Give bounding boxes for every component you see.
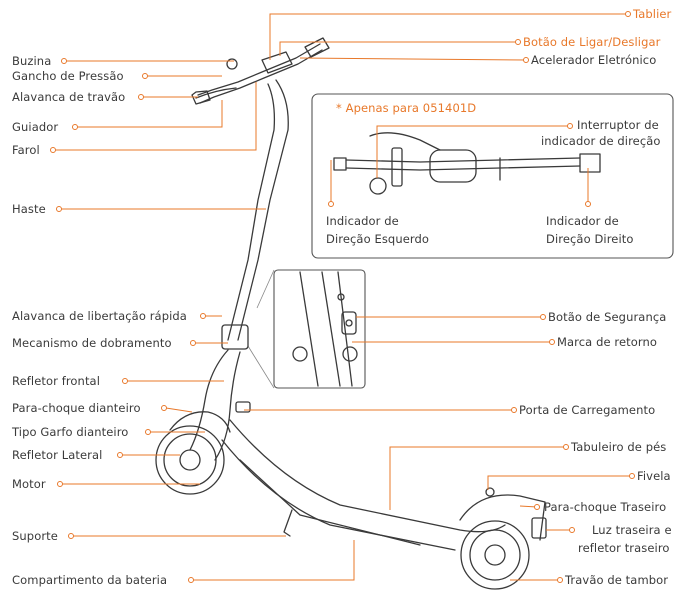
- dot-quick: [200, 313, 206, 319]
- dot-tablier: [625, 11, 631, 17]
- label-return-mark: Marca de retorno: [557, 335, 658, 349]
- dot-front-fork: [145, 429, 151, 435]
- label-only-for-model: * Apenas para 051401D: [336, 101, 477, 115]
- label-side-reflector: Refletor Lateral: [12, 448, 103, 462]
- tail-light: [531, 517, 547, 539]
- turn-signal-inset-frame: [311, 93, 674, 259]
- label-handlebar: Guiador: [12, 120, 59, 134]
- label-folding: Mecanismo de dobramento: [12, 336, 172, 350]
- label-charging-port: Porta de Carregamento: [519, 403, 656, 417]
- inset-turn-switch: [369, 177, 387, 195]
- label-drum-brake: Travão de tambor: [565, 573, 669, 587]
- battery-compartment-line: [239, 459, 421, 546]
- dashboard: [261, 51, 293, 74]
- dot-buckle: [629, 473, 635, 479]
- handlebar-bar: [197, 43, 321, 96]
- label-stem: Haste: [12, 202, 46, 216]
- dot-folding: [190, 340, 196, 346]
- label-throttle: Acelerador Eletrónico: [531, 53, 657, 67]
- dot-handlebar: [72, 124, 78, 130]
- stem-front: [237, 79, 289, 341]
- label-buckle: Fivela: [637, 469, 671, 483]
- dot-charging: [511, 407, 517, 413]
- dot-kickstand: [68, 533, 74, 539]
- label-right-indicator-1: Indicador de: [546, 214, 619, 228]
- dot-front-refl: [122, 378, 128, 384]
- dot-rear-fender: [534, 504, 540, 510]
- label-kickstand: Suporte: [12, 529, 58, 543]
- rear-fender-shape: [459, 494, 546, 541]
- label-rear-fender: Para-choque Traseiro: [544, 500, 667, 514]
- kickstand-shape: [283, 509, 293, 537]
- horn-bell: [226, 58, 238, 70]
- inset-connector-top: [256, 269, 275, 309]
- leader-lines: [55, 13, 632, 581]
- label-power-button: Botão de Ligar/Desligar: [523, 35, 661, 49]
- dot-front-fender: [161, 405, 167, 411]
- dot-battery: [188, 577, 194, 583]
- rear-wheel: [460, 520, 530, 590]
- label-turn-switch-2: indicador de direção: [541, 134, 661, 148]
- charging-port-shape: [235, 401, 251, 413]
- label-right-indicator-2: Direção Direito: [546, 232, 634, 246]
- dot-brake: [138, 94, 144, 100]
- dot-turn-switch: [567, 123, 573, 129]
- label-quick-release: Alavanca de libertação rápida: [12, 309, 187, 323]
- label-horn: Buzina: [12, 54, 52, 68]
- dot-horn: [61, 58, 67, 64]
- dot-throttle: [523, 57, 529, 63]
- dot-return: [549, 339, 555, 345]
- right-grip: [304, 37, 330, 58]
- label-pressure-hook: Gancho de Pressão: [12, 69, 124, 83]
- dot-safety: [540, 314, 546, 320]
- front-wheel: [155, 425, 225, 495]
- label-tail-light-1: Luz traseira e: [592, 523, 672, 537]
- dot-stem: [56, 206, 62, 212]
- dot-right-ind: [585, 201, 591, 207]
- buckle-shape: [485, 487, 495, 497]
- label-left-indicator-1: Indicador de: [326, 214, 399, 228]
- label-turn-switch-1: Interruptor de: [577, 118, 659, 132]
- safety-button-shape: [341, 311, 357, 335]
- dot-hook: [142, 73, 148, 79]
- inset-bar: [345, 157, 581, 163]
- dot-power: [515, 39, 521, 45]
- drum-brake-hub: [484, 544, 506, 566]
- dot-drum: [557, 577, 563, 583]
- label-front-reflector: Refletor frontal: [12, 374, 100, 388]
- dot-left-ind: [328, 201, 334, 207]
- deck-bottom: [221, 439, 456, 551]
- label-left-indicator-2: Direção Esquerdo: [326, 232, 430, 246]
- label-front-fender: Para-choque dianteiro: [12, 401, 141, 415]
- dot-tail: [569, 527, 575, 533]
- motor-hub: [179, 449, 201, 471]
- front-fender-shape: [169, 411, 231, 433]
- brake-lever-shape: [195, 87, 237, 99]
- scooter-drawing: [155, 37, 601, 590]
- label-tablier: Tablier: [633, 7, 672, 21]
- left-grip: [191, 90, 211, 105]
- folding-detail-inset-frame: [273, 269, 366, 389]
- inset-connector-bottom: [247, 345, 275, 389]
- dot-headlight: [50, 147, 56, 153]
- label-safety-button: Botão de Segurança: [548, 310, 667, 324]
- dot-deck: [563, 444, 569, 450]
- label-headlight: Farol: [12, 143, 40, 157]
- label-front-fork: Tipo Garfo dianteiro: [12, 425, 129, 439]
- dot-motor: [57, 481, 63, 487]
- folding-joint: [221, 324, 249, 350]
- front-fork-shape: [189, 349, 229, 451]
- inset-brake-lever: [369, 132, 441, 151]
- inset-right-grip: [579, 153, 601, 173]
- dot-side-refl: [117, 452, 123, 458]
- label-motor: Motor: [12, 477, 46, 491]
- label-deck: Tabuleiro de pés: [571, 440, 667, 454]
- label-tail-light-2: refletor traseiro: [578, 541, 670, 555]
- label-battery: Compartimento da bateria: [12, 573, 168, 587]
- label-brake-lever: Alavanca de travão: [12, 90, 126, 104]
- inset-display: [429, 149, 477, 183]
- inset-left-grip: [333, 157, 347, 171]
